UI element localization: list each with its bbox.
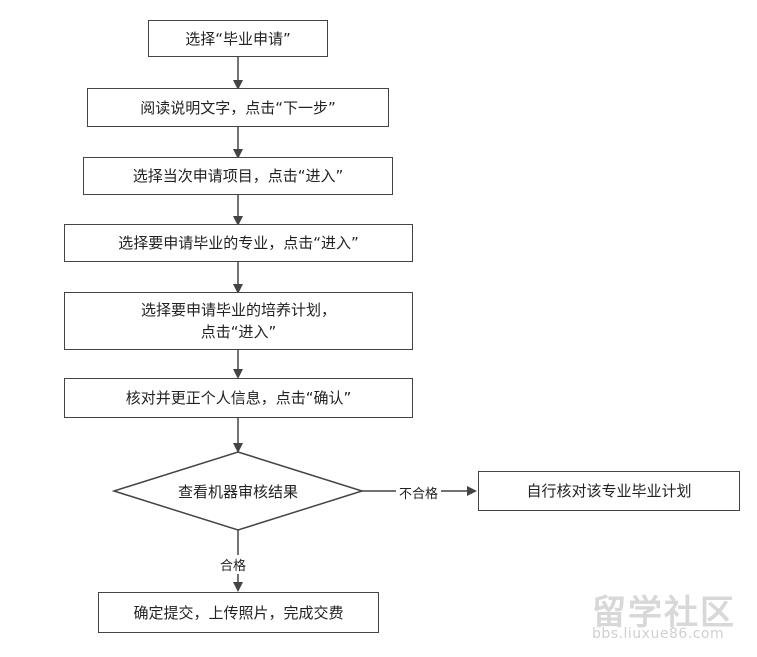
fail-action-label: 自行核对该专业毕业计划 (526, 482, 692, 500)
edge-label-fail: 不合格 (396, 483, 442, 502)
step-2-label: 阅读说明文字，点击“下一步” (140, 98, 336, 117)
decision-label: 查看机器审核结果 (177, 483, 298, 501)
step-6-label: 核对并更正个人信息，点击“确认” (125, 389, 352, 407)
decision-diamond (111, 451, 365, 531)
step-1-label: 选择“毕业申请” (185, 29, 291, 48)
watermark-url: bbs.liuxue86.com (592, 626, 725, 642)
final-step-label: 确定提交，上传照片，完成交费 (133, 603, 344, 622)
step-select-application-item: 选择当次申请项目，点击“进入” (83, 157, 393, 195)
watermark-logo: 留学社区 (592, 593, 736, 633)
step-5-label-line1: 选择要申请毕业的培养计划， (140, 301, 336, 319)
step-3-label: 选择当次申请项目，点击“进入” (132, 167, 344, 185)
step-5-label-line2: 点击“进入” (200, 323, 277, 341)
step-read-instructions: 阅读说明文字，点击“下一步” (87, 88, 389, 127)
step-4-label: 选择要申请毕业的专业，点击“进入” (118, 234, 359, 252)
step-select-graduation-application: 选择“毕业申请” (148, 20, 328, 57)
step-select-major: 选择要申请毕业的专业，点击“进入” (64, 224, 413, 262)
step-select-training-plan: 选择要申请毕业的培养计划， 点击“进入” (64, 292, 413, 350)
step-confirm-submit: 确定提交，上传照片，完成交费 (98, 592, 379, 633)
edge-label-pass: 合格 (218, 555, 249, 574)
step-check-major-plan: 自行核对该专业毕业计划 (478, 471, 740, 511)
step-verify-personal-info: 核对并更正个人信息，点击“确认” (64, 378, 413, 418)
